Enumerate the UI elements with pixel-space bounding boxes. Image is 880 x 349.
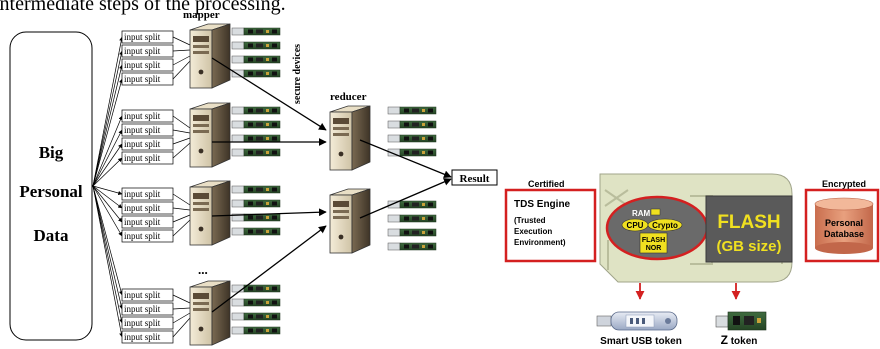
split-to-mapper-arrows bbox=[172, 36, 191, 338]
input-split-box: input split bbox=[121, 330, 174, 344]
input-split-box: input split bbox=[121, 288, 174, 302]
input-split-box: input split bbox=[121, 215, 174, 229]
mapper-server bbox=[189, 280, 231, 346]
flash-label: FLASH bbox=[717, 212, 780, 233]
cpu-label: CPU bbox=[627, 221, 644, 230]
z-token-word: token bbox=[728, 336, 757, 347]
flash-nor-line: FLASH bbox=[642, 237, 665, 244]
input-split-box: input split bbox=[121, 316, 174, 330]
tds-desc-line: (Trusted bbox=[514, 216, 546, 225]
certified-title: Certified bbox=[528, 179, 565, 189]
z-token-icon bbox=[715, 311, 767, 331]
mapper-server bbox=[189, 180, 231, 246]
input-split-box: input split bbox=[121, 58, 174, 72]
usb-token-label: Smart USB token bbox=[600, 336, 682, 347]
database-line: Personal bbox=[825, 218, 863, 228]
input-split-label: input split bbox=[124, 189, 161, 199]
tds-desc-line: Execution bbox=[514, 227, 552, 236]
input-split-label: input split bbox=[124, 139, 161, 149]
big-personal-data-box bbox=[9, 31, 93, 341]
certified-box bbox=[504, 188, 597, 263]
ellipsis: ... bbox=[198, 262, 208, 277]
input-split-label: input split bbox=[124, 290, 161, 300]
reducer-devices bbox=[387, 106, 437, 251]
z-token-label: Z token bbox=[721, 333, 758, 347]
result-label: Result bbox=[460, 173, 490, 185]
input-split-label: input split bbox=[124, 217, 161, 227]
mapper-label: mapper bbox=[183, 9, 220, 21]
flash-nor-line: NOR bbox=[646, 245, 662, 252]
encrypted-title: Encrypted bbox=[822, 179, 866, 189]
source-line-big: Big bbox=[39, 143, 64, 162]
flash-block bbox=[705, 195, 793, 263]
reducer-label: reducer bbox=[330, 91, 367, 103]
input-split-box: input split bbox=[121, 72, 174, 86]
reducer-server bbox=[329, 105, 371, 171]
input-split-box: input split bbox=[121, 109, 174, 123]
input-split-label: input split bbox=[124, 60, 161, 70]
input-split-box: input split bbox=[121, 201, 174, 215]
reducer-server bbox=[329, 188, 371, 254]
input-split-box: input split bbox=[121, 302, 174, 316]
mapper-to-reducer-arrows bbox=[211, 57, 327, 313]
mapper-server bbox=[189, 23, 231, 89]
flash-nor-chip bbox=[639, 232, 668, 254]
tds-engine-label: TDS Engine bbox=[514, 199, 571, 210]
ram-chip bbox=[650, 208, 661, 216]
crypto-label: Crypto bbox=[652, 221, 678, 230]
input-split-label: input split bbox=[124, 153, 161, 163]
input-split-label: input split bbox=[124, 125, 161, 135]
input-split-box: input split bbox=[121, 229, 174, 243]
result-box bbox=[451, 169, 498, 186]
input-split-label: input split bbox=[124, 32, 161, 42]
input-split-label: input split bbox=[124, 111, 161, 121]
tds-desc-line: Environment) bbox=[514, 238, 566, 247]
input-split-label: input split bbox=[124, 318, 161, 328]
input-split-label: input split bbox=[124, 304, 161, 314]
fan-arrows bbox=[92, 36, 124, 338]
input-split-box: input split bbox=[121, 30, 174, 44]
reducer-to-result-arrows bbox=[359, 139, 452, 219]
input-split-box: input split bbox=[121, 151, 174, 165]
z-token-letter: Z bbox=[721, 333, 728, 347]
usb-token-icon bbox=[596, 311, 678, 331]
input-split-box: input split bbox=[121, 123, 174, 137]
input-split-label: input split bbox=[124, 46, 161, 56]
input-split-label: input split bbox=[124, 74, 161, 84]
database-line: Database bbox=[824, 229, 864, 239]
crypto-oval bbox=[647, 218, 683, 232]
input-split-box: input split bbox=[121, 44, 174, 58]
mapper-devices bbox=[231, 27, 281, 335]
source-line-personal: Personal bbox=[19, 182, 83, 201]
input-split-label: input split bbox=[124, 231, 161, 241]
header-fragment: intermediate steps of the processing. bbox=[0, 0, 286, 15]
input-split-label: input split bbox=[124, 332, 161, 342]
flash-size-label: (GB size) bbox=[716, 238, 781, 255]
ram-label: RAM bbox=[632, 209, 651, 218]
mapper-server bbox=[189, 102, 231, 168]
token-arrows bbox=[635, 283, 741, 300]
database-cylinder-icon bbox=[814, 197, 874, 254]
input-split-box: input split bbox=[121, 137, 174, 151]
secure-devices-label: secure devices bbox=[292, 44, 303, 104]
source-line-data: Data bbox=[34, 226, 69, 245]
input-split-label: input split bbox=[124, 203, 161, 213]
input-split-box: input split bbox=[121, 187, 174, 201]
input-split-group: input split input split input split inpu… bbox=[121, 30, 174, 344]
